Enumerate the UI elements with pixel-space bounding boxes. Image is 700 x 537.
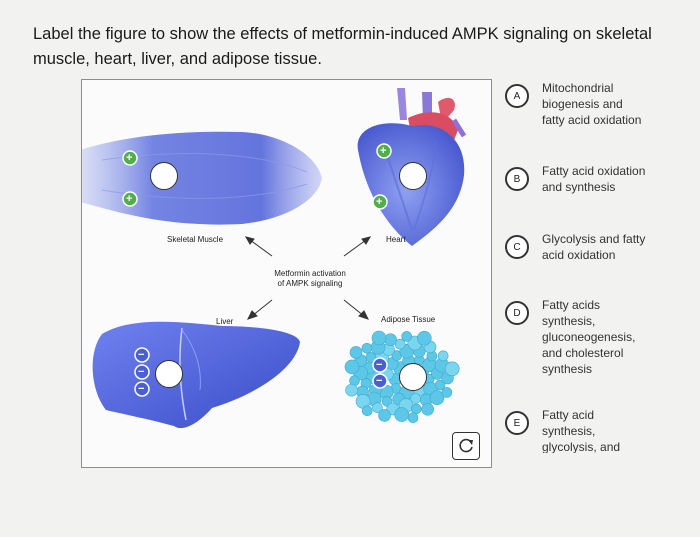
option-letter-badge: D <box>505 301 529 325</box>
fat-cell <box>429 390 445 406</box>
minus-sign: − <box>138 349 145 361</box>
adipose-tissue-illustration <box>344 330 460 424</box>
option-letter-badge: E <box>505 411 529 435</box>
center-label-line1: Metformin activation <box>274 269 346 278</box>
minus-sign: − <box>376 359 383 371</box>
arrow-head-liver <box>247 310 258 320</box>
fat-cell <box>365 352 377 363</box>
fat-cell <box>344 359 360 375</box>
fat-cell <box>349 346 363 359</box>
skeletal-muscle-illustration <box>82 131 322 225</box>
center-label-line2: of AMPK signaling <box>277 279 343 288</box>
fat-cell <box>434 379 446 391</box>
fat-cell <box>416 330 432 346</box>
option-text: Fatty acid oxidation and synthesis <box>542 164 646 194</box>
option-text: Mitochondrial biogenesis and fatty acid … <box>542 81 642 127</box>
option-letter-badge: C <box>505 235 529 259</box>
plus-sign: + <box>126 152 133 164</box>
drop-target-skeletal-muscle[interactable] <box>150 162 178 190</box>
arrows <box>244 236 372 320</box>
liver-illustration <box>92 321 300 429</box>
option-text: Glycolysis and fatty acid oxidation <box>542 232 646 262</box>
minus-sign: − <box>376 375 383 387</box>
reset-icon <box>459 438 473 453</box>
option-letter-badge: A <box>505 84 529 108</box>
arrow-head-muscle <box>244 236 255 245</box>
fat-cell <box>441 387 453 398</box>
fat-cell <box>378 409 391 422</box>
plus-sign: + <box>380 145 387 157</box>
arrow-head-adipose <box>358 310 369 320</box>
fat-cell <box>437 350 449 362</box>
fat-cell <box>444 361 460 377</box>
minus-sign: − <box>138 383 145 395</box>
option-text: Fatty acid synthesis, glycolysis, and ch… <box>542 408 621 453</box>
fat-cell <box>345 383 358 397</box>
fat-cell <box>361 405 373 417</box>
fat-cell <box>361 342 373 354</box>
fat-cell <box>407 412 419 424</box>
fat-cell <box>421 402 435 416</box>
fat-cell <box>394 338 406 350</box>
fat-cell <box>394 407 410 422</box>
fat-cell <box>384 333 397 347</box>
plus-sign: + <box>376 196 383 208</box>
fat-cell <box>410 403 422 415</box>
liver-label: Liver <box>216 317 234 326</box>
fat-cell <box>372 402 383 414</box>
figure-panel: Skeletal Muscle Heart Metformin activati… <box>81 79 492 468</box>
drop-target-adipose-tissue[interactable] <box>399 363 427 391</box>
drop-target-liver[interactable] <box>155 360 183 388</box>
question-text: Label the figure to show the effects of … <box>33 25 652 68</box>
option-letter-badge: B <box>505 167 529 191</box>
skeletal-muscle-label: Skeletal Muscle <box>167 235 224 244</box>
heart-label: Heart <box>386 235 406 244</box>
reset-button[interactable] <box>452 432 480 460</box>
fat-cell <box>401 331 413 342</box>
plus-sign: + <box>126 193 133 205</box>
minus-sign: − <box>138 366 145 378</box>
fat-cell <box>371 330 387 346</box>
center-label: Metformin activation of AMPK signaling <box>250 269 370 289</box>
drop-target-heart[interactable] <box>399 162 427 190</box>
arrow-head-heart <box>361 236 372 245</box>
option-text: Fatty acids synthesis, gluconeogenesis, … <box>542 298 636 376</box>
adipose-tissue-label: Adipose Tissue <box>381 315 436 324</box>
